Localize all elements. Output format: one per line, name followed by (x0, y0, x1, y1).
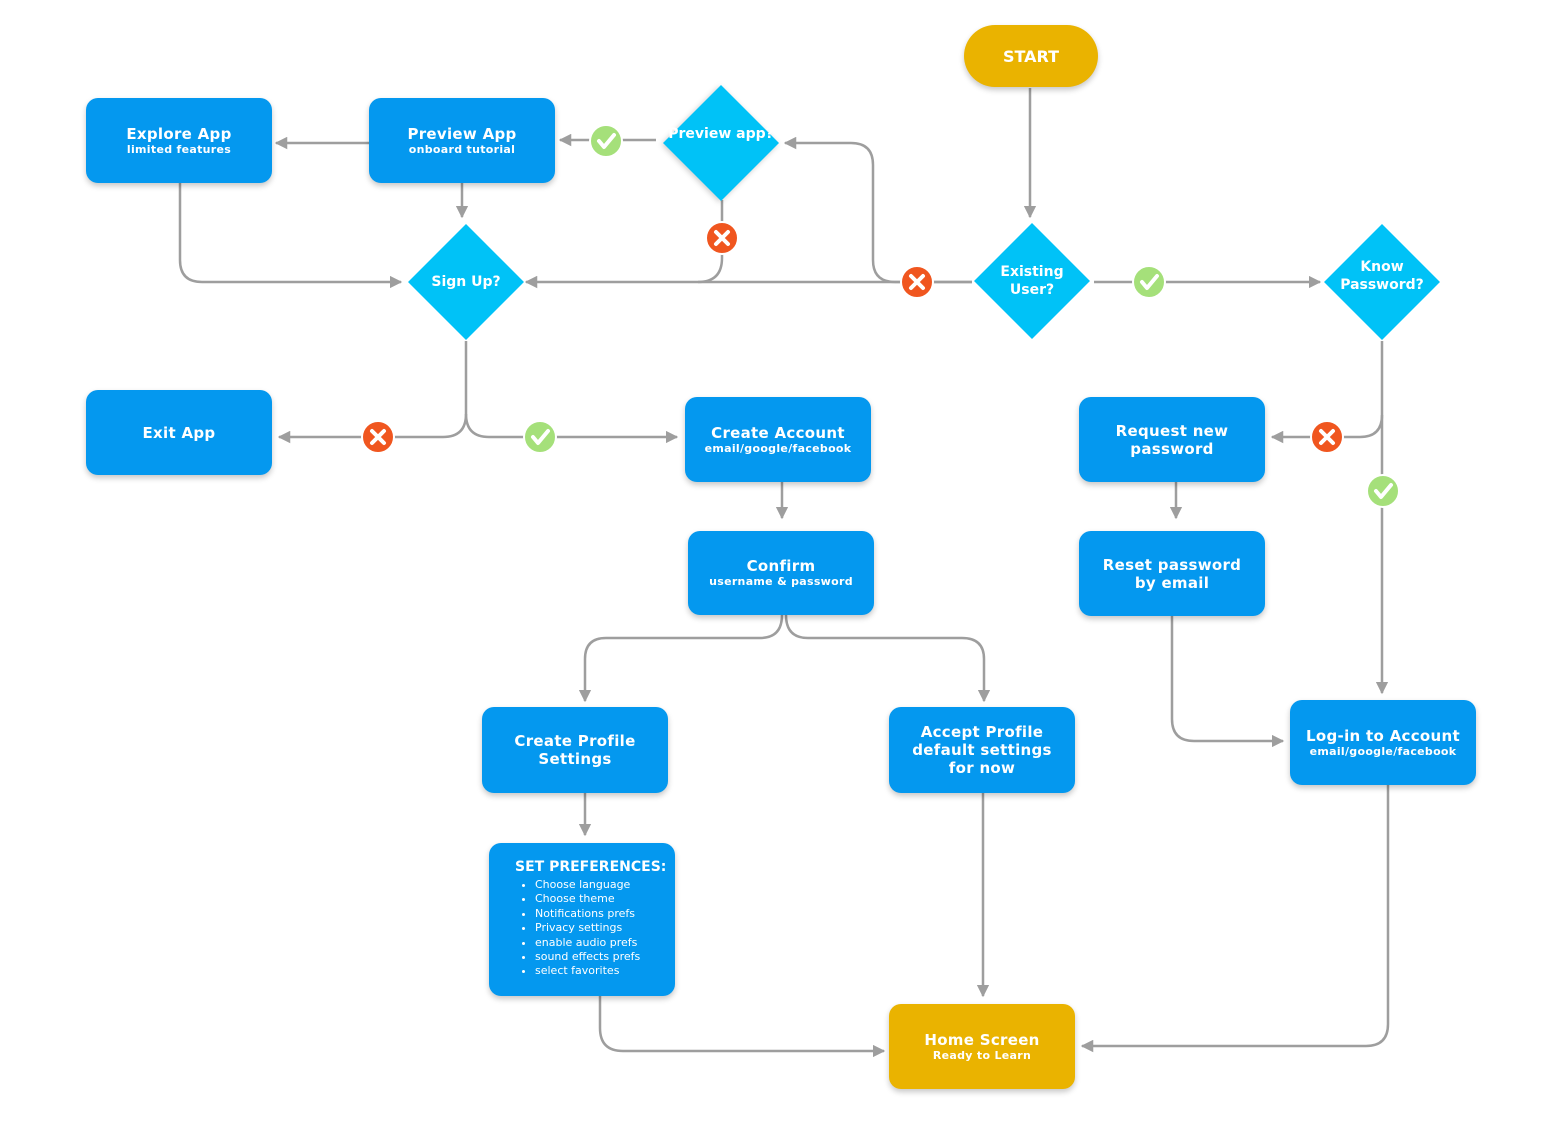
decision-signup-shape (408, 224, 524, 340)
create-profile-box: Create Profile Settings (482, 707, 668, 793)
connector-existing-preview (783, 136, 972, 284)
check-icon (589, 124, 623, 158)
connector-preview-signup (697, 200, 724, 284)
check-icon (1366, 474, 1400, 508)
check-icon (523, 420, 557, 454)
preference-item: select favorites (535, 964, 640, 978)
decision-preview-shape (663, 85, 779, 201)
exit-app-title: Exit App (142, 423, 216, 442)
cross-icon (1310, 420, 1344, 454)
exit-app-box: Exit App (86, 390, 272, 475)
cross-icon (900, 265, 934, 299)
preference-item: Notifications prefs (535, 907, 640, 921)
create-account-subtitle: email/google/facebook (704, 441, 852, 455)
cross-icon (361, 420, 395, 454)
decision-know-password-label: Know Password? (1340, 259, 1424, 293)
confirm-subtitle: username & password (709, 575, 853, 588)
preview-app-title: Preview App (407, 124, 517, 143)
explore-app-subtitle: limited features (126, 142, 232, 156)
confirm-box: Confirm username & password (688, 531, 874, 615)
start-terminal: START (964, 25, 1098, 87)
login-account-title: Log-in to Account (1306, 726, 1460, 745)
decision-existing-shape (974, 223, 1090, 339)
connector-confirm-profile (578, 614, 784, 703)
login-account-box: Log-in to Account email/google/facebook (1290, 700, 1476, 785)
decision-existing-label: Existing User? (1000, 264, 1064, 298)
create-account-box: Create Account email/google/facebook (685, 397, 871, 482)
explore-app-title: Explore App (126, 124, 232, 143)
set-preferences-heading: SET PREFERENCES: (515, 859, 667, 875)
cross-icon (705, 221, 739, 255)
preview-app-box: Preview App onboard tutorial (369, 98, 555, 183)
reset-password-title: Reset password by email (1102, 555, 1242, 592)
preference-item: Choose theme (535, 892, 640, 906)
preference-item: enable audio prefs (535, 936, 640, 950)
preference-item: Privacy settings (535, 921, 640, 935)
connector-reset-login (1170, 616, 1285, 748)
connector-signup-create (464, 413, 679, 444)
login-account-subtitle: email/google/facebook (1309, 744, 1457, 758)
connector-login-home (1080, 785, 1390, 1053)
create-account-title: Create Account (711, 423, 845, 442)
preference-item: sound effects prefs (535, 950, 640, 964)
home-screen-subtitle: Ready to Learn (932, 1048, 1032, 1062)
accept-profile-box: Accept Profile default settings for now (889, 707, 1075, 793)
explore-app-box: Explore App limited features (86, 98, 272, 183)
preferences-list: Choose language Choose theme Notificatio… (515, 878, 640, 979)
reset-password-box: Reset password by email (1079, 531, 1265, 616)
check-icon (1132, 265, 1166, 299)
request-password-title: Request new password (1115, 421, 1229, 458)
confirm-title: Confirm (746, 557, 816, 575)
create-profile-title: Create Profile Settings (514, 732, 636, 768)
decision-preview-label: Preview app? (668, 126, 774, 142)
decision-signup-label: Sign Up? (431, 274, 501, 290)
yes-badges (523, 124, 1400, 508)
no-badges (361, 221, 1344, 454)
connector-explore-signup (178, 183, 403, 289)
request-password-box: Request new password (1079, 397, 1265, 482)
preview-app-subtitle: onboard tutorial (408, 142, 516, 156)
connector-confirm-accept (784, 614, 991, 703)
preference-item: Choose language (535, 878, 640, 892)
home-screen-box: Home Screen Ready to Learn (889, 1004, 1075, 1089)
home-screen-title: Home Screen (924, 1030, 1040, 1049)
connector-prefs-home (598, 996, 886, 1058)
accept-profile-title: Accept Profile default settings for now (912, 723, 1052, 777)
decision-know-shape (1324, 224, 1440, 340)
set-preferences-box: SET PREFERENCES: Choose language Choose … (489, 843, 675, 996)
